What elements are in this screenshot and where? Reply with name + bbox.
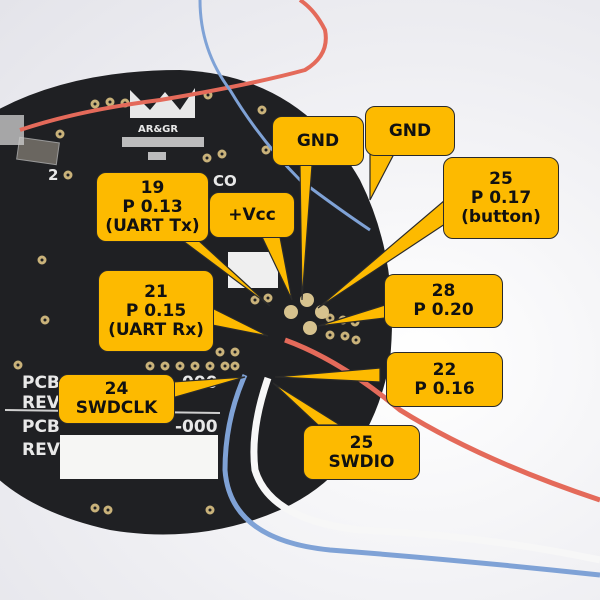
callout-pin-number: 25 [489, 168, 513, 189]
callout-pin22: 22 P 0.16 [386, 352, 503, 407]
pcb-white-chip [228, 252, 278, 288]
silk-rev-2: REV [22, 440, 61, 460]
silk-pcb-2: PCB [22, 417, 60, 437]
wire-red-bottom [284, 337, 600, 503]
callout-pin25-swdio: 25 SWDIO [303, 425, 420, 480]
wire-red-top [19, 0, 328, 132]
wire-blue-top [198, 0, 371, 232]
pointer-pin22 [274, 367, 381, 383]
pcb-main-pads [284, 293, 329, 335]
callout-function: (UART Rx) [108, 319, 204, 340]
callout-text: GND [296, 130, 340, 151]
callout-pin-number: 28 [431, 281, 456, 301]
wire-blue-bottom [222, 373, 600, 578]
silk-digit: 2 [48, 166, 58, 184]
silk-co: CO [213, 172, 237, 190]
pcb-label-area [60, 435, 218, 479]
callout-pin28: 28 P 0.20 [384, 274, 503, 328]
silk-pcb-1: PCB [22, 373, 60, 393]
callout-port: P 0.16 [414, 378, 475, 399]
callout-port: P 0.17 [470, 187, 532, 208]
callout-pin-number: 21 [144, 281, 168, 302]
callout-port: P 0.15 [125, 300, 187, 321]
callout-gnd-left: GND [272, 116, 364, 166]
callout-vcc: +Vcc [209, 192, 295, 238]
callout-text: GND [388, 120, 432, 141]
callout-pin-number: 22 [432, 359, 457, 380]
callout-pointers [171, 149, 449, 426]
callout-port: P 0.20 [413, 300, 474, 320]
svg-text:AR&GR: AR&GR [138, 124, 178, 135]
callout-gnd-right: GND [365, 106, 455, 156]
pointer-gnd-right [369, 149, 396, 201]
wire-white [250, 376, 600, 564]
callout-port: P 0.13 [122, 196, 183, 217]
callout-function: (UART Tx) [105, 215, 200, 236]
silk-suffix-2: -000 [175, 417, 218, 437]
callout-pin21-uart-rx: 21 P 0.15 (UART Rx) [98, 270, 214, 352]
callout-function: SWDIO [328, 451, 395, 472]
callout-pin-number: 19 [140, 177, 165, 198]
callout-function: SWDCLK [75, 398, 158, 418]
callout-pin-number: 25 [349, 432, 374, 453]
callout-function: (button) [461, 206, 541, 227]
callout-pin25-button: 25 P 0.17 (button) [443, 157, 559, 239]
callout-pin19-uart-tx: 19 P 0.13 (UART Tx) [96, 172, 209, 242]
silk-rev-1: REV [22, 393, 61, 413]
callout-pin24-swdclk: 24 SWDCLK [58, 374, 175, 424]
callout-pin-number: 24 [104, 379, 129, 399]
callout-text: +Vcc [228, 204, 276, 225]
pcb-pads [13, 90, 361, 515]
pcb-logo: AR&GR [122, 88, 204, 160]
pcb-component [16, 136, 60, 166]
